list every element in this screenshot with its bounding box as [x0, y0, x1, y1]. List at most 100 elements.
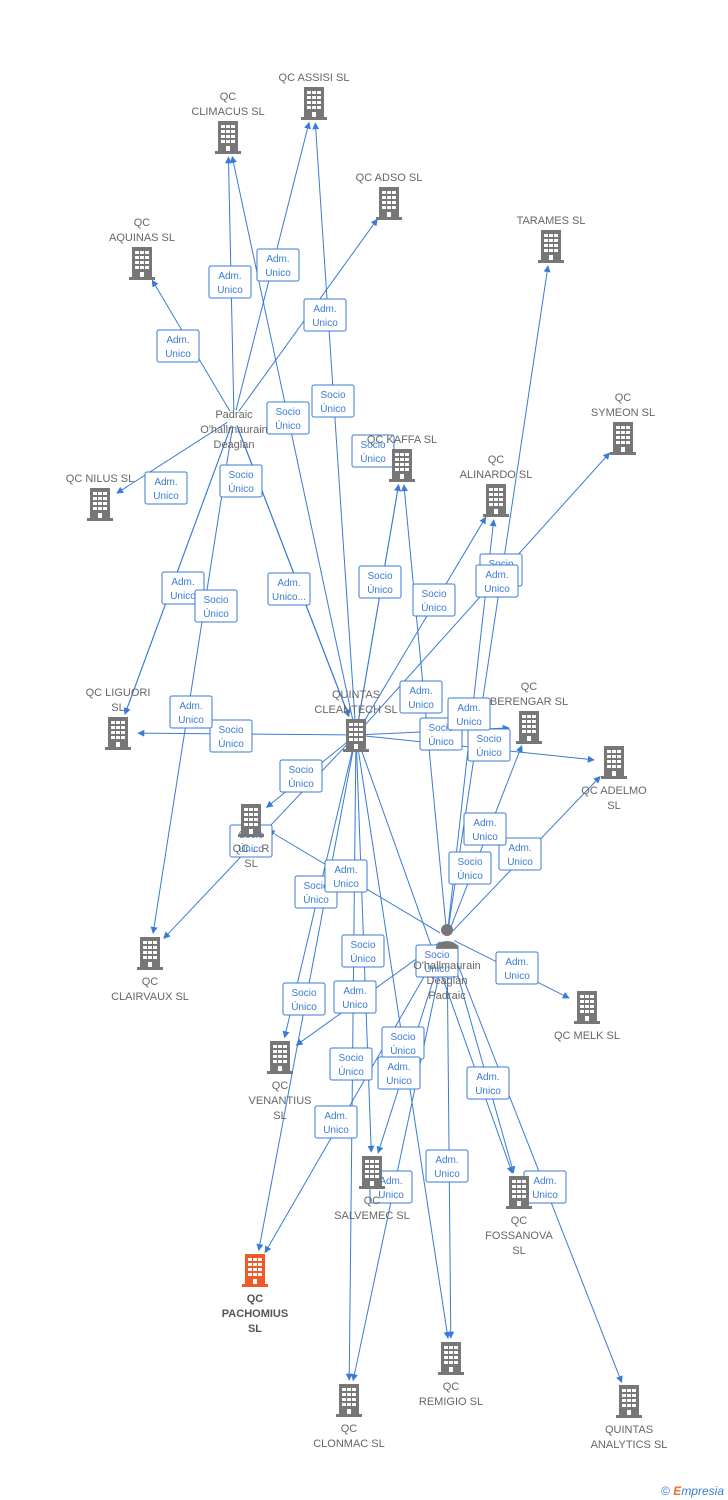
edge-label-text: Adm.	[505, 957, 528, 968]
edge-label[interactable]: Adm.Unico	[256, 248, 300, 282]
edge-label[interactable]: Adm.Unico	[399, 680, 443, 714]
edge-label-text: Único	[288, 777, 314, 790]
edge-label-text: Socio	[303, 881, 328, 892]
edge-label[interactable]: Adm.Unico	[498, 837, 542, 871]
edge-label[interactable]: Adm.Unico	[377, 1056, 421, 1090]
building-icon	[538, 230, 564, 263]
building-icon	[389, 449, 415, 482]
edge-label[interactable]: Adm.Unico	[161, 571, 205, 605]
edge-label[interactable]: Adm.Unico	[314, 1105, 358, 1139]
edge-label[interactable]: Adm.Unico	[463, 812, 507, 846]
edge-label[interactable]: Adm.Unico	[333, 980, 377, 1014]
node-nilus[interactable]: QC NILUS SL	[66, 473, 134, 521]
node-label: CLONMAC SL	[313, 1438, 385, 1450]
edge-label[interactable]: Adm.Unico	[303, 298, 347, 332]
edge-label[interactable]: Adm.Unico	[156, 329, 200, 363]
edge-label[interactable]: Adm.Unico	[324, 859, 368, 893]
building-icon	[215, 121, 241, 154]
node-tarames[interactable]: TARAMES SL	[517, 215, 586, 263]
node-label: QC	[142, 976, 159, 988]
edge-padraic2-to-fossanova	[448, 944, 516, 1174]
edge-label-text: Socio	[367, 571, 392, 582]
edge-label[interactable]: Adm.Unico	[466, 1066, 510, 1100]
edge-label-text: Socio	[421, 589, 446, 600]
edge-label-text: Socio	[424, 950, 449, 961]
edge-label-text: Único	[367, 583, 393, 596]
node-assisi[interactable]: QC ASSISI SL	[279, 72, 350, 120]
footer-brand[interactable]: © Empresia	[661, 1484, 724, 1498]
building-icon	[301, 87, 327, 120]
edge-quintas-to-alinardo	[359, 516, 487, 729]
node-label: QUINTAS	[332, 689, 380, 701]
edge-label-text: Socio	[350, 940, 375, 951]
node-label: QC LIGUORI	[86, 687, 151, 699]
node-kaffa[interactable]: QC KAFFA SL	[367, 434, 437, 482]
edge-label-box	[463, 812, 507, 846]
edge-label-text: Adm.	[266, 254, 289, 265]
building-icon	[506, 1176, 532, 1209]
edge-label[interactable]: Adm.Unico	[447, 697, 491, 731]
edge-label-text: Unico	[434, 1169, 460, 1180]
edge-label-text: Unico	[386, 1076, 412, 1087]
node-qcr[interactable]: QC ...RSL	[233, 804, 270, 870]
edge-label-text: Adm.	[476, 1072, 499, 1083]
building-icon	[610, 422, 636, 455]
edge-label-text: Unico	[178, 715, 204, 726]
edge-label[interactable]: Adm.Unico	[495, 951, 539, 985]
edge-label-box	[399, 680, 443, 714]
edge-label-box	[169, 695, 213, 729]
node-label: ALINARDO SL	[460, 469, 533, 481]
edge-label[interactable]: Adm.Unico	[425, 1149, 469, 1183]
edge-label[interactable]: Adm.Unico...	[267, 572, 311, 606]
edge-label-box	[311, 384, 355, 418]
edge-label[interactable]: Adm.Unico	[208, 265, 252, 299]
edge-label[interactable]: Adm.Unico	[475, 564, 519, 598]
edge-label[interactable]: Adm.Unico	[523, 1170, 567, 1204]
edge-label[interactable]: Adm.Unico	[169, 695, 213, 729]
node-label: PACHOMIUS	[222, 1308, 288, 1320]
node-label: SL	[512, 1245, 525, 1257]
node-melk[interactable]: QC MELK SL	[554, 991, 620, 1042]
edge-label-text: Unico...	[272, 592, 306, 603]
edge-label-text: Socio	[203, 595, 228, 606]
node-adso[interactable]: QC ADSO SL	[356, 172, 423, 220]
edge-label-text: Unico	[472, 832, 498, 843]
edge-label[interactable]: Adm.Unico	[144, 471, 188, 505]
building-icon	[516, 711, 542, 744]
edge-padraic2-to-remigio	[446, 944, 455, 1339]
